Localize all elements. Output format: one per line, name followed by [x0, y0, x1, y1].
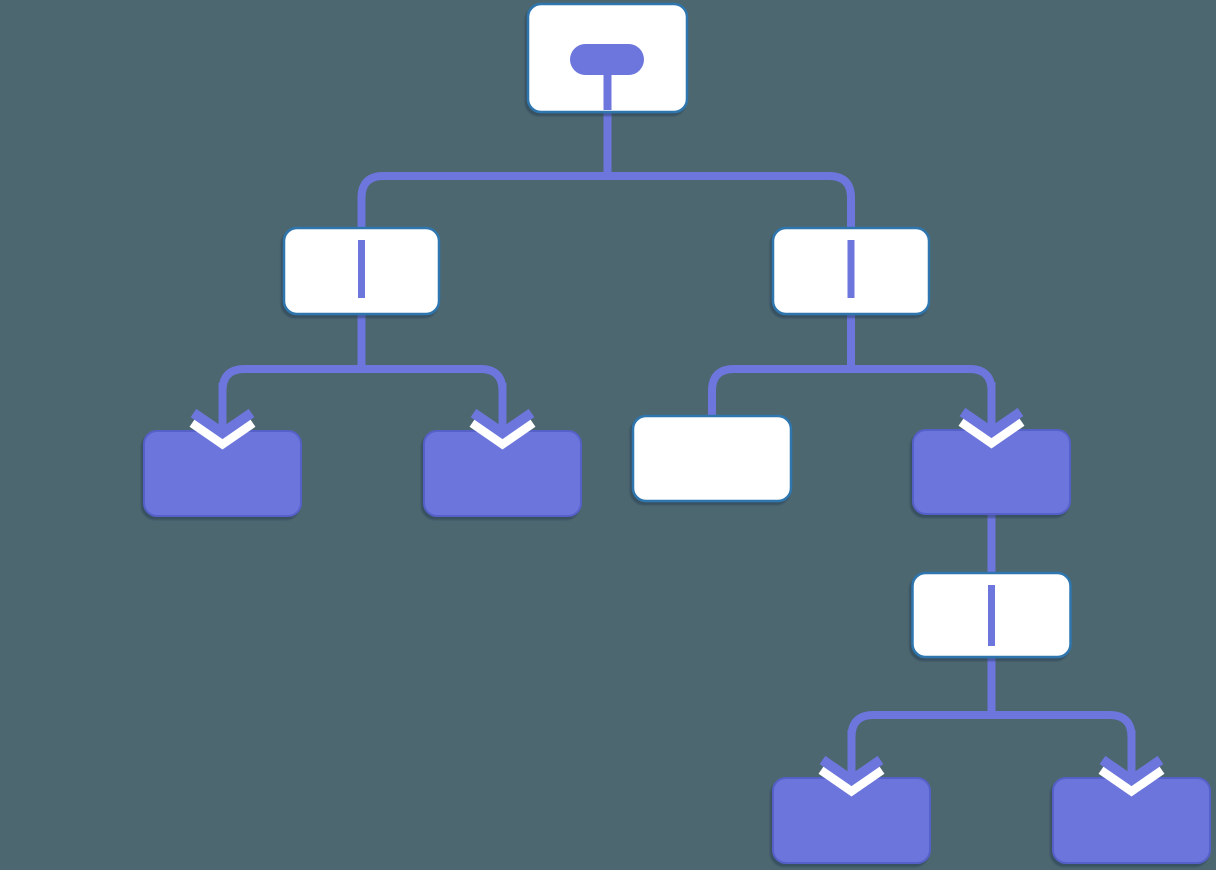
double-chevron-down-icon: [958, 382, 1025, 449]
double-chevron-down-icon: [469, 383, 536, 450]
node-root[interactable]: [526, 2, 689, 114]
double-chevron-down-icon: [189, 383, 256, 450]
node-branch-right[interactable]: [771, 226, 931, 316]
node-branch-lower[interactable]: [911, 571, 1072, 659]
double-chevron-down-icon: [818, 730, 885, 797]
double-chevron-down-icon: [1098, 730, 1165, 797]
root-anchor-icon: [570, 44, 644, 110]
node-branch-left[interactable]: [282, 226, 441, 316]
arrow-layer: [189, 382, 1165, 797]
connector-branch-left-to-leaves: [218, 365, 507, 410]
connector-layer: [218, 112, 1136, 757]
connector-branch-lower-to-leaves: [847, 711, 1136, 757]
connector-root-to-branches: [357, 172, 855, 228]
connector-branch-right-to-children: [708, 365, 996, 416]
node-layer: [143, 2, 1211, 864]
node-empty[interactable]: [631, 414, 793, 503]
